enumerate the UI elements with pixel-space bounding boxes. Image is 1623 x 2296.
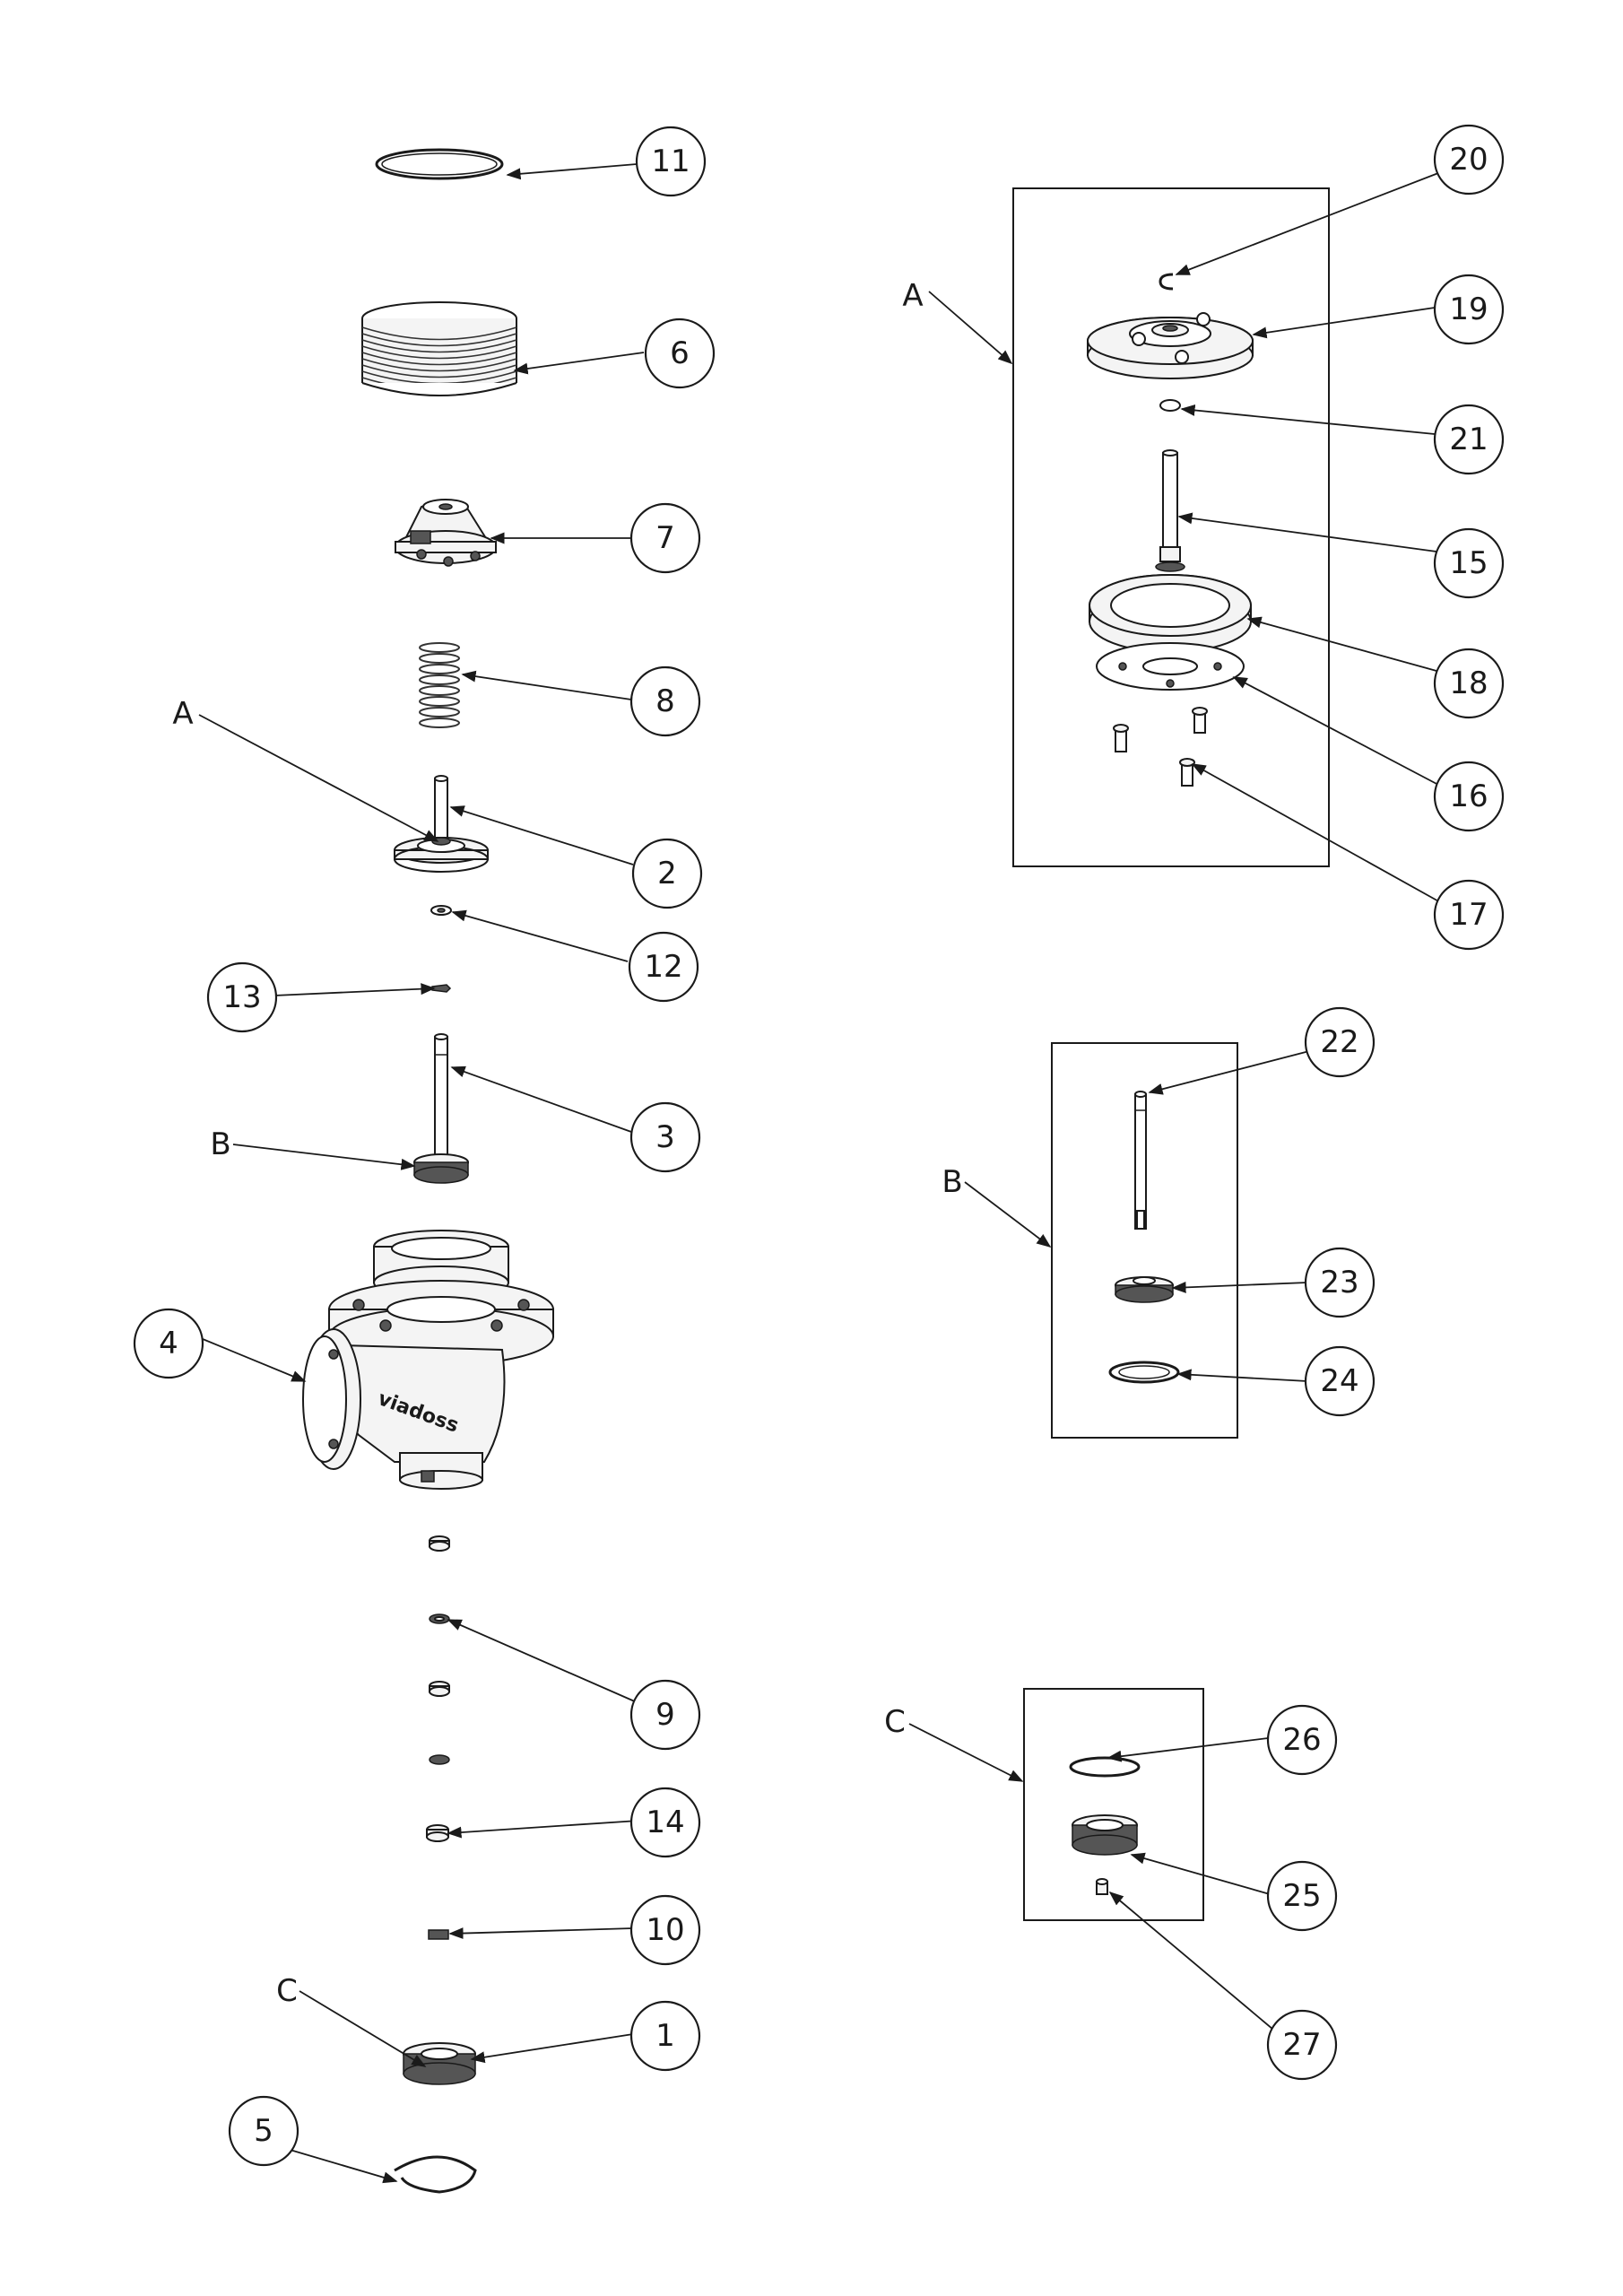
callout-13: 13: [206, 961, 278, 1033]
callout-17: 17: [1433, 879, 1505, 951]
leader-lines: [198, 163, 1443, 2184]
part-26-oring: [1069, 1756, 1141, 1778]
callout-16: 16: [1433, 761, 1505, 832]
svg-text:4: 4: [159, 1326, 178, 1361]
part-24-seal-ring: [1108, 1361, 1180, 1384]
part-6-cover: [361, 301, 517, 396]
part-15-stem: [1155, 449, 1185, 572]
callout-20: 20: [1433, 124, 1505, 196]
svg-text:26: 26: [1282, 1722, 1321, 1758]
detail-frame-a: [1012, 187, 1330, 867]
part-7-actuator-cap: [395, 499, 497, 567]
detail-letter-c-right: C: [884, 1704, 906, 1740]
detail-letter-a-left: A: [172, 696, 193, 732]
detail-letter-c-left: C: [276, 1973, 298, 2009]
part-13-pin: [431, 984, 452, 993]
part-9-bushing-stack: [429, 1535, 450, 1765]
svg-text:1: 1: [655, 2018, 675, 2054]
callout-7: 7: [629, 502, 701, 574]
part-17-screws: [1113, 707, 1208, 787]
svg-text:5: 5: [254, 2113, 273, 2149]
detail-letter-b-right: B: [942, 1164, 962, 1200]
part-4-valve-body: [302, 1230, 554, 1490]
svg-text:9: 9: [655, 1697, 675, 1733]
callout-24: 24: [1304, 1345, 1376, 1417]
part-14-bushing: [426, 1824, 449, 1842]
svg-text:11: 11: [651, 144, 690, 179]
callout-2: 2: [631, 838, 703, 909]
detail-frame-c: [1023, 1688, 1204, 1921]
svg-text:3: 3: [655, 1119, 675, 1155]
svg-text:13: 13: [222, 979, 261, 1015]
callout-9: 9: [629, 1679, 701, 1751]
svg-text:14: 14: [646, 1805, 684, 1840]
callout-14: 14: [629, 1787, 701, 1858]
callout-11: 11: [635, 126, 707, 197]
part-5-snap-ring: [394, 2155, 477, 2194]
callout-1: 1: [629, 2000, 701, 2072]
callout-27: 27: [1266, 2009, 1338, 2081]
svg-text:7: 7: [655, 520, 675, 556]
svg-text:17: 17: [1449, 897, 1488, 933]
part-27-small-screw: [1096, 1878, 1108, 1895]
svg-text:24: 24: [1320, 1363, 1358, 1399]
part-19-upper-cover: [1087, 312, 1254, 379]
callout-26: 26: [1266, 1704, 1338, 1776]
svg-text:18: 18: [1449, 665, 1488, 701]
callout-6: 6: [644, 317, 716, 389]
callout-12: 12: [628, 931, 699, 1003]
svg-text:23: 23: [1320, 1265, 1358, 1300]
callout-10: 10: [629, 1894, 701, 1966]
svg-text:15: 15: [1449, 545, 1488, 581]
callout-15: 15: [1433, 527, 1505, 599]
svg-text:21: 21: [1449, 422, 1488, 457]
svg-text:27: 27: [1282, 2027, 1321, 2063]
part-23-plug-disc: [1115, 1276, 1174, 1303]
part-25-seat: [1072, 1814, 1138, 1856]
svg-text:6: 6: [670, 335, 690, 371]
callout-8: 8: [629, 665, 701, 737]
part-22-pin-stem: [1134, 1091, 1147, 1230]
callout-19: 19: [1433, 274, 1505, 345]
detail-frame-b: [1051, 1042, 1238, 1439]
svg-text:2: 2: [657, 856, 677, 891]
part-8-spring: [419, 642, 460, 728]
svg-text:12: 12: [644, 949, 682, 985]
svg-text:16: 16: [1449, 778, 1488, 814]
part-1-lower-seat: [403, 2042, 476, 2085]
part-18-diaphragm-ring: [1089, 574, 1252, 653]
part-11-retaining-ring: [375, 148, 504, 180]
part-16-gasket-plate: [1096, 642, 1245, 691]
svg-text:25: 25: [1282, 1878, 1321, 1914]
callout-3: 3: [629, 1101, 701, 1173]
svg-text:20: 20: [1449, 142, 1488, 178]
svg-text:8: 8: [655, 683, 675, 719]
part-21-oring: [1159, 399, 1181, 412]
part-20-clip: [1159, 273, 1174, 291]
svg-text:10: 10: [646, 1912, 684, 1948]
callout-4: 4: [133, 1308, 204, 1379]
part-3-shaft: [413, 1033, 469, 1184]
part-12-washer: [430, 905, 452, 916]
svg-text:22: 22: [1320, 1024, 1358, 1060]
detail-letter-a-right: A: [902, 278, 923, 314]
callout-25: 25: [1266, 1860, 1338, 1932]
callout-21: 21: [1433, 404, 1505, 475]
callout-23: 23: [1304, 1247, 1376, 1318]
part-10-screw: [428, 1929, 449, 1940]
callout-22: 22: [1304, 1006, 1376, 1078]
callout-18: 18: [1433, 648, 1505, 719]
part-2-diaphragm-assembly: [394, 775, 489, 873]
callout-5: 5: [228, 2095, 299, 2167]
detail-letter-b-left: B: [210, 1126, 230, 1162]
svg-text:19: 19: [1449, 291, 1488, 327]
